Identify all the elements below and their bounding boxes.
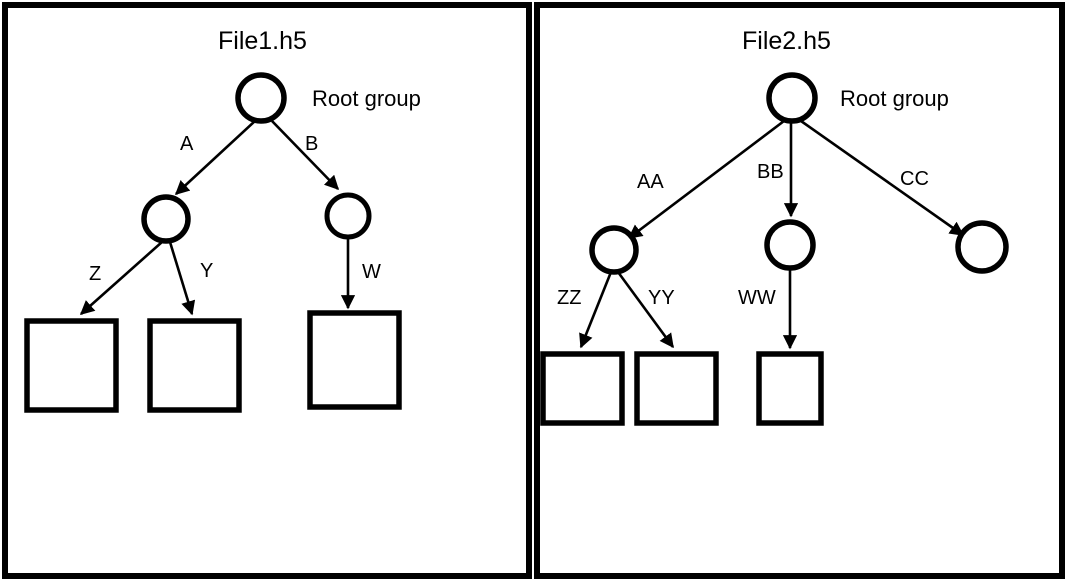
edge-label-bb: BB (757, 161, 784, 183)
edge-label-aa: AA (637, 171, 664, 193)
edge-label-y: Y (200, 260, 214, 282)
root-group-label-file2: Root group (840, 86, 949, 111)
page-title-file2: File2.h5 (742, 27, 831, 55)
root-group-label-file1: Root group (312, 86, 421, 111)
edge-label-w: W (362, 261, 381, 283)
panel-file1 (2, 2, 532, 579)
edge-label-ww: WW (738, 287, 776, 309)
panel-file2 (534, 2, 1065, 579)
edge-label-zz: ZZ (557, 287, 582, 309)
edge-label-yy: YY (648, 287, 675, 309)
page-title-file1: File1.h5 (218, 27, 307, 55)
edge-label-z: Z (89, 263, 102, 285)
edge-label-b: B (305, 133, 319, 155)
edge-label-cc: CC (900, 168, 929, 190)
edge-label-a: A (180, 133, 194, 155)
